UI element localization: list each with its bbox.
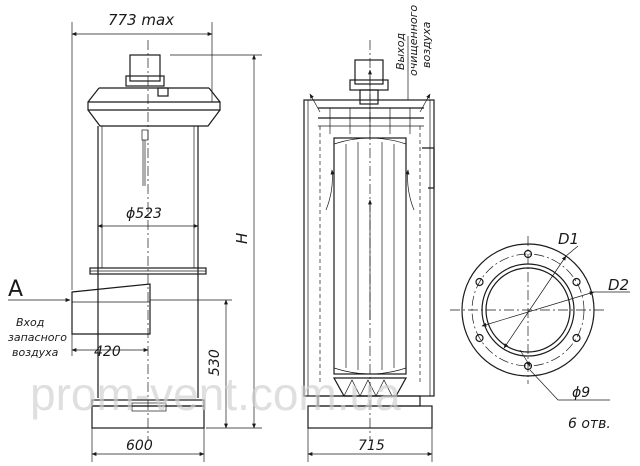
dim-bolt-circle-d1: D1 <box>558 230 579 248</box>
dim-inlet-height: 530 <box>207 349 223 376</box>
dim-inlet-offset: 420 <box>94 344 121 360</box>
dim-inner-diameter: ϕ523 <box>126 206 162 222</box>
dim-hole-count: 6 отв. <box>568 416 611 432</box>
side-view <box>8 22 262 462</box>
dim-overall-width: 773 max <box>108 11 174 29</box>
inlet-label-line3: воздуха <box>12 346 59 359</box>
outlet-label-line2: очищенного <box>407 5 420 76</box>
outlet-label-line1: Выход <box>394 33 407 70</box>
inlet-label-line1: Вход <box>16 316 44 329</box>
inlet-label-line2: запасного <box>8 331 67 344</box>
outlet-label-line3: воздуха <box>420 21 433 68</box>
dim-base-width-front: 715 <box>358 438 385 454</box>
dim-bolt-circle-d2: D2 <box>608 276 629 294</box>
view-a-label: A <box>8 277 23 302</box>
dim-height: H <box>233 233 251 244</box>
dim-hole-diameter: ϕ9 <box>572 385 590 401</box>
front-view <box>303 36 435 462</box>
watermark: prom-vent.com.ua <box>30 368 401 420</box>
outlet-label: Выход очищенного воздуха <box>394 5 433 76</box>
dim-base-width-side: 600 <box>126 438 153 454</box>
flange-view-a <box>450 236 630 401</box>
